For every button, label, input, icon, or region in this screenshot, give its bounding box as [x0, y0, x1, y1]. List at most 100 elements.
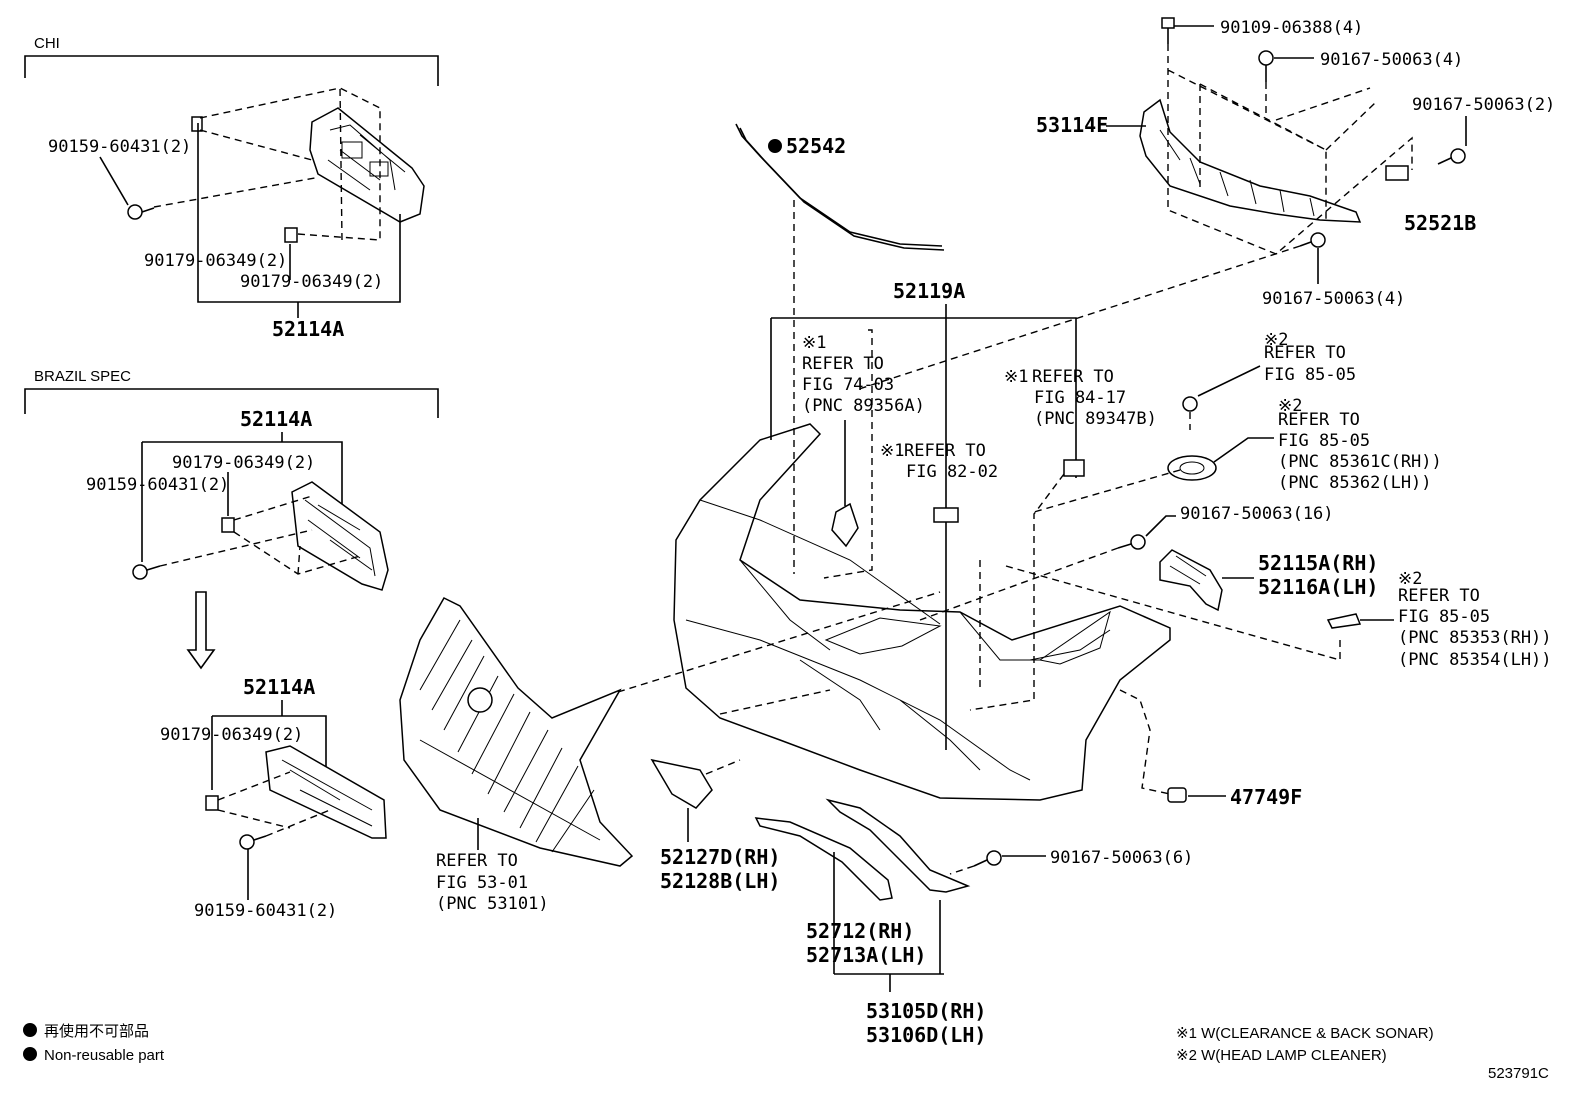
- label-90159-60431-brazil-1: 90159-60431(2): [86, 475, 229, 495]
- note-1: ※1 W(CLEARANCE & BACK SONAR): [1176, 1025, 1434, 1042]
- washer-cap-85353[interactable]: [1326, 613, 1362, 629]
- label-52114A-brazil-1: 52114A: [240, 407, 312, 431]
- label-52542: 52542: [786, 134, 846, 158]
- label-52119A: 52119A: [893, 279, 965, 303]
- svg-text:※1: ※1: [802, 333, 826, 353]
- svg-text:FIG 84-17: FIG 84-17: [1034, 388, 1126, 408]
- brazil-section: BRAZIL SPEC 52114A 90179-06349(2) 90159-…: [24, 368, 439, 921]
- brazil-bracket: [24, 388, 439, 418]
- svg-text:REFER TO: REFER TO: [1398, 586, 1480, 606]
- svg-text:※2: ※2: [1278, 396, 1302, 416]
- clip-90179-chi-b[interactable]: [284, 227, 298, 243]
- label-90109-06388: 90109-06388(4): [1220, 18, 1363, 38]
- bolt-90159-brazil-1[interactable]: [132, 564, 161, 580]
- radiator-grille[interactable]: [399, 597, 634, 867]
- bolt-90167-50063-6[interactable]: [973, 850, 1002, 867]
- figure-id: 523791C: [1488, 1065, 1549, 1082]
- label-53114E: 53114E: [1036, 113, 1108, 137]
- molding-52712[interactable]: [754, 817, 893, 901]
- washer-nozzle-cover[interactable]: [1167, 455, 1217, 481]
- legend: 再使用不可部品 Non-reusable part: [23, 1023, 165, 1064]
- bolt-90167-50063-bottom[interactable]: [1299, 232, 1326, 248]
- svg-text:FIG 85-05: FIG 85-05: [1398, 607, 1490, 627]
- label-90159-60431-brazil-2: 90159-60431(2): [194, 901, 337, 921]
- label-90167-50063-4a: 90167-50063(4): [1320, 50, 1463, 70]
- label-90179-06349-brazil-2: 90179-06349(2): [160, 725, 303, 745]
- bracket-52521B[interactable]: [1385, 165, 1409, 181]
- svg-text:(PNC 85361C(RH)): (PNC 85361C(RH)): [1278, 452, 1442, 472]
- label-53106D: 53106D(LH): [866, 1023, 986, 1047]
- svg-text:FIG 85-05: FIG 85-05: [1264, 365, 1356, 385]
- front-bumper-cover[interactable]: [673, 423, 1171, 801]
- svg-text:(PNC 85362(LH)): (PNC 85362(LH)): [1278, 473, 1432, 493]
- tow-hook-cover-52127D[interactable]: [650, 758, 713, 809]
- cover-53105D[interactable]: [825, 798, 971, 893]
- label-47749F: 47749F: [1230, 785, 1302, 809]
- non-reusable-dot-icon: [768, 139, 782, 153]
- clip-90179-brazil-2[interactable]: [205, 795, 219, 811]
- chi-bracket: [24, 55, 439, 86]
- bolt-90159-chi[interactable]: [127, 204, 155, 220]
- label-52115A: 52115A(RH): [1258, 551, 1378, 575]
- label-52712: 52712(RH): [806, 919, 914, 943]
- bracket-52115A[interactable]: [1159, 549, 1223, 612]
- notes: ※1 W(CLEARANCE & BACK SONAR) ※2 W(HEAD L…: [1176, 1025, 1434, 1064]
- bolt-85-05[interactable]: [1182, 396, 1198, 430]
- svg-text:REFER TO: REFER TO: [1032, 367, 1114, 387]
- sensor-82-02[interactable]: [933, 507, 959, 523]
- svg-text:(PNC 53101): (PNC 53101): [436, 894, 549, 914]
- label-52128B: 52128B(LH): [660, 869, 780, 893]
- bolt-90159-brazil-2[interactable]: [239, 834, 267, 850]
- bumper-retainer-53114E[interactable]: [1139, 98, 1362, 223]
- label-90167-50063-16: 90167-50063(16): [1180, 504, 1334, 524]
- license-plate-bracket-brazil-2[interactable]: [265, 745, 387, 839]
- svg-text:REFER TO: REFER TO: [1278, 410, 1360, 430]
- svg-text:REFER TO: REFER TO: [436, 851, 518, 871]
- ref-fig-84-17: ※1 REFER TO FIG 84-17 (PNC 89347B): [1004, 367, 1157, 429]
- label-90167-50063-2: 90167-50063(2): [1412, 95, 1555, 115]
- ref-fig-53-01: REFER TO FIG 53-01 (PNC 53101): [436, 851, 549, 914]
- bolt-90167-50063-top[interactable]: [1258, 50, 1274, 82]
- svg-text:(PNC 85353(RH)): (PNC 85353(RH)): [1398, 628, 1552, 648]
- svg-text:REFER TO: REFER TO: [802, 354, 884, 374]
- retainer-47749F[interactable]: [1167, 787, 1187, 803]
- svg-text:(PNC 89347B): (PNC 89347B): [1034, 409, 1157, 429]
- bolt-90167-50063-side[interactable]: [1437, 148, 1466, 165]
- label-90167-50063-6: 90167-50063(6): [1050, 848, 1193, 868]
- svg-text:※1: ※1: [880, 441, 904, 461]
- svg-text:(PNC 89356A): (PNC 89356A): [802, 396, 925, 416]
- label-52116A: 52116A(LH): [1258, 575, 1378, 599]
- label-90179-06349-brazil-1: 90179-06349(2): [172, 453, 315, 473]
- svg-text:※2: ※2: [1264, 330, 1288, 350]
- legend-dot-icon: [23, 1023, 37, 1037]
- license-plate-bracket-chi[interactable]: [309, 107, 425, 223]
- ref-fig-85-05-b: ※2 REFER TO FIG 85-05 (PNC 85361C(RH)) (…: [1278, 396, 1442, 493]
- label-52713A: 52713A(LH): [806, 943, 926, 967]
- section-label-brazil: BRAZIL SPEC: [34, 368, 131, 385]
- bolt-90109-06388[interactable]: [1161, 17, 1175, 44]
- clip-90179-brazil-1[interactable]: [221, 517, 235, 533]
- ref-fig-85-05-a: ※2 REFER TO FIG 85-05: [1264, 330, 1356, 385]
- label-90179-06349-chi-a: 90179-06349(2): [144, 251, 287, 271]
- sensor-89347B[interactable]: [1063, 459, 1085, 477]
- sensor-89356A[interactable]: [831, 502, 859, 548]
- ref-fig-74-03: ※1 REFER TO FIG 74-03 (PNC 89356A): [802, 333, 925, 416]
- label-53105D: 53105D(RH): [866, 999, 986, 1023]
- svg-text:(PNC 85354(LH)): (PNC 85354(LH)): [1398, 650, 1552, 670]
- down-arrow-icon: [186, 591, 216, 670]
- legend-dot-icon: [23, 1047, 37, 1061]
- section-label-chi: CHI: [34, 35, 60, 52]
- ref-fig-82-02: ※1 REFER TO FIG 82-02: [880, 441, 998, 482]
- license-plate-bracket-brazil-1[interactable]: [291, 481, 389, 591]
- bolt-90167-50063-16[interactable]: [1117, 534, 1146, 550]
- svg-text:FIG 53-01: FIG 53-01: [436, 873, 528, 893]
- svg-text:※1: ※1: [1004, 367, 1028, 387]
- label-52127D: 52127D(RH): [660, 845, 780, 869]
- legend-en: Non-reusable part: [44, 1047, 165, 1064]
- label-52114A-chi: 52114A: [272, 317, 344, 341]
- svg-text:FIG 82-02: FIG 82-02: [906, 462, 998, 482]
- seal-52542[interactable]: [735, 123, 945, 251]
- ref-fig-85-05-c: ※2 REFER TO FIG 85-05 (PNC 85353(RH)) (P…: [1398, 569, 1552, 670]
- clip-90179-chi-a[interactable]: [191, 116, 203, 132]
